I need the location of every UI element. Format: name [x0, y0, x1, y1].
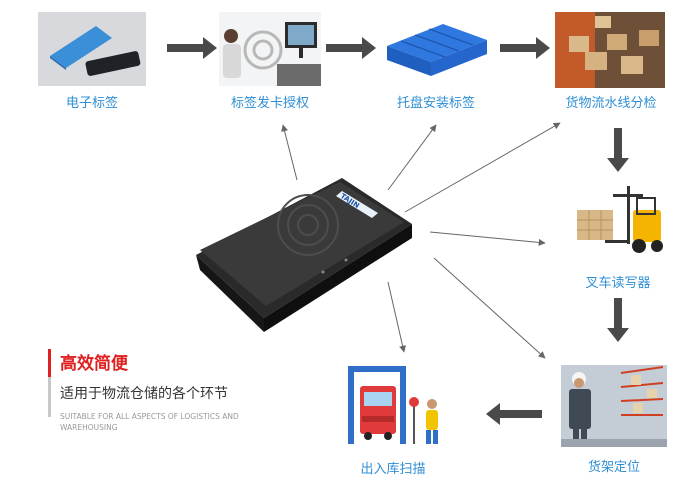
rfid-reader-device: TAJIN — [196, 178, 412, 332]
conveyor-sorting-image — [555, 12, 665, 88]
flow-arrow-5 — [607, 298, 629, 342]
step-label-shelf-positioning: 货架定位 — [587, 460, 640, 475]
divider-bar — [48, 377, 51, 417]
ray-arrow-2 — [387, 124, 437, 191]
ray-arrow-1 — [281, 124, 298, 181]
step-label-gate-scanning: 出入库扫描 — [360, 462, 426, 477]
flow-arrow-4 — [607, 128, 629, 172]
step-label-conveyor-sorting: 货物流水线分检 — [565, 96, 657, 111]
tag-authorization-image — [219, 12, 321, 86]
step-label-forklift-reader: 叉车读写器 — [585, 276, 651, 291]
ray-arrow-5 — [433, 257, 546, 359]
accent-bar — [48, 349, 51, 377]
gate-scanning-image — [338, 360, 448, 452]
promo-subtitle: 适用于物流仓储的各个环节 — [60, 386, 228, 402]
flow-arrow-2 — [326, 37, 376, 59]
step-label-tag-authorization: 标签发卡授权 — [230, 96, 309, 111]
warehouse-shelf-image — [561, 365, 667, 447]
pallet-image — [381, 12, 491, 86]
flow-arrow-1 — [167, 37, 217, 59]
step-label-pallet-installation: 托盘安装标签 — [396, 96, 475, 111]
promo-tagline: SUITABLE FOR ALL ASPECTS OF LOGISTICS AN… — [60, 412, 239, 432]
flow-arrow-6 — [486, 403, 542, 425]
ray-arrow-6 — [387, 281, 407, 353]
ray-arrow-4 — [429, 231, 546, 246]
promo-title: 高效简便 — [60, 354, 128, 374]
forklift-image — [569, 180, 665, 260]
flow-arrow-3 — [500, 37, 550, 59]
step-label-electronic-tags: 电子标签 — [65, 96, 118, 111]
electronic-tags-image — [38, 12, 146, 86]
ray-arrow-3 — [404, 122, 561, 213]
